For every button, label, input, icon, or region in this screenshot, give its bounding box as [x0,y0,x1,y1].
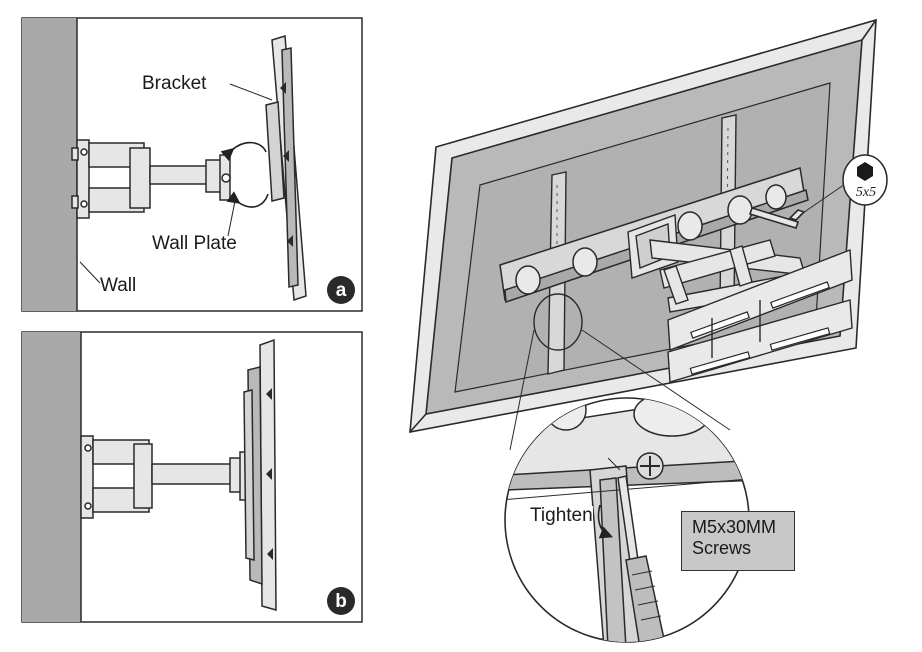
screw-spec-callout: M5x30MM Screws [681,511,795,571]
hex-key-tool [748,181,849,229]
screw-spec-size: M5x30MM [692,517,777,537]
panel-b-arm [151,451,249,501]
main-arm-assembly [627,214,853,383]
zoom-source-ring [533,293,583,351]
panel-a-arm [149,154,231,201]
tighten-label: Tighten [530,505,593,526]
panel-b-badge: b [327,587,355,615]
screw-spec-type: Screws [692,538,752,558]
panel-b [21,331,363,623]
wall-plate-label: Wall Plate [152,233,237,254]
panel-b-tv [243,338,277,611]
hex-size-tag [842,154,888,206]
panel-a-wall-plate [71,139,151,219]
hex-key-size-label: 5x5 [855,185,877,200]
panel-a [21,17,363,312]
wall-label: Wall [100,275,137,296]
panel-a-badge: a [327,276,355,304]
hexagon-icon [857,162,873,181]
panel-b-wall [22,332,81,622]
panel-a-tv [265,35,307,302]
panel-b-wall-plate [80,435,153,519]
panel-a-wall [22,18,77,311]
bracket-label: Bracket [142,73,207,94]
